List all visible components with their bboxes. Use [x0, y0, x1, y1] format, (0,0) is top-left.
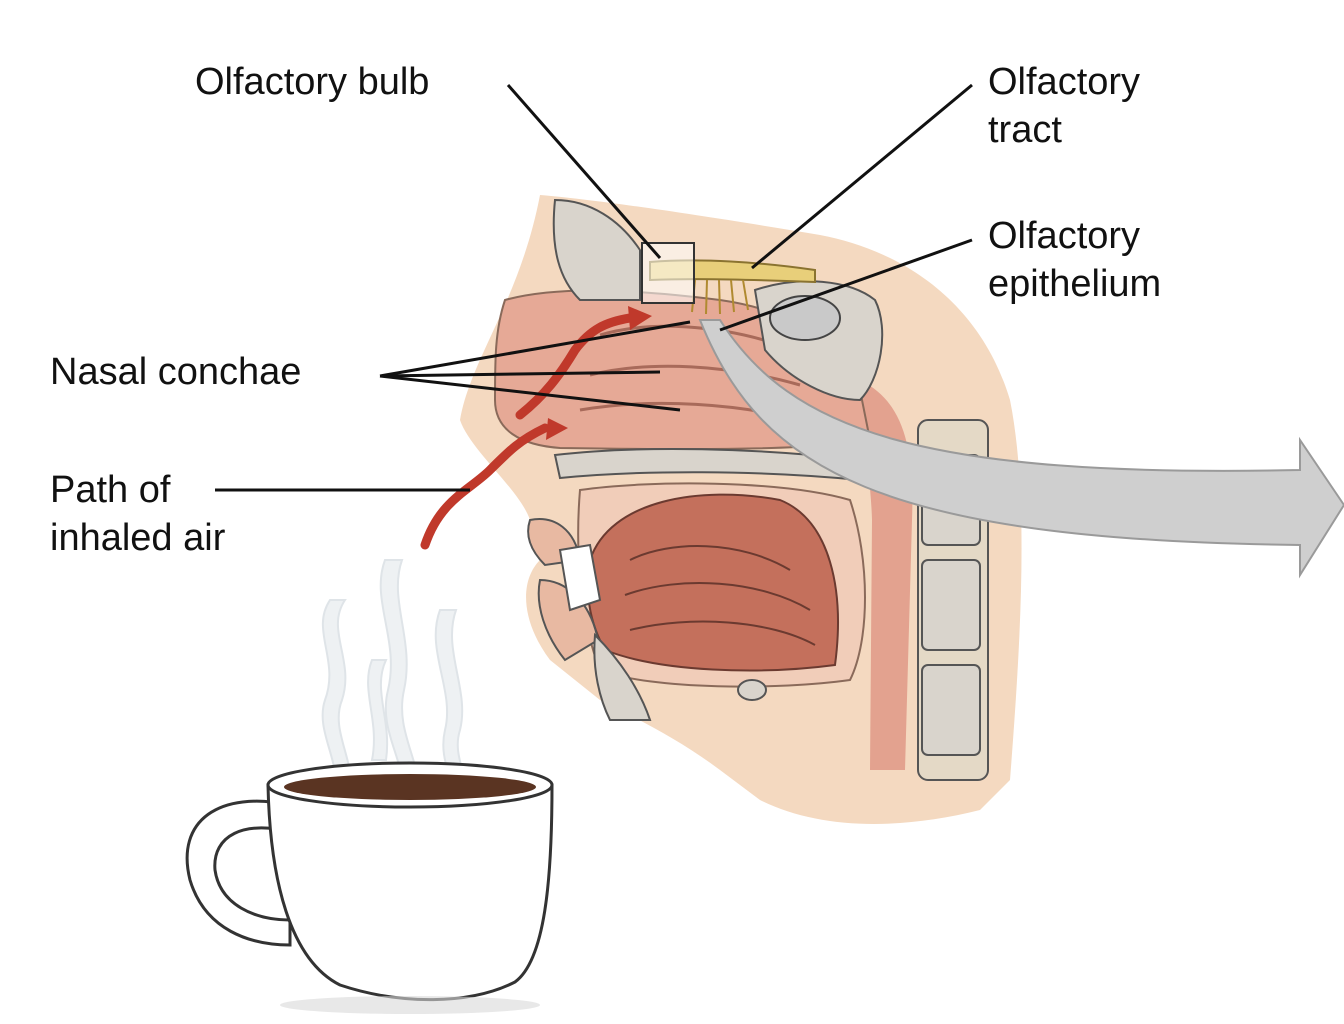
leader-nasal-conchae-1 — [379, 320, 691, 378]
teeth — [558, 543, 602, 612]
label-path-line2: inhaled air — [50, 517, 226, 559]
leader-lines — [215, 83, 973, 492]
leader-nasal-conchae-2 — [379, 370, 661, 378]
steam-icon — [321, 559, 468, 796]
label-nasal-conchae: Nasal conchae — [50, 351, 302, 393]
airflow-arrowhead-upper — [628, 306, 652, 330]
hyoid-bone — [737, 679, 767, 701]
leader-nasal-conchae-3 — [379, 374, 681, 412]
olfactory-nerve-fibers — [691, 279, 749, 315]
vertebra — [921, 664, 981, 756]
label-path-line1: Path of — [50, 469, 171, 511]
mandible — [593, 632, 652, 721]
leader-olfactory-epithelium — [719, 238, 973, 332]
cup-coffee — [284, 774, 536, 800]
label-olfactory-bulb: Olfactory bulb — [195, 61, 430, 103]
concha-middle — [589, 364, 801, 387]
label-path-of-inhaled-air: Path of inhaled air — [50, 466, 225, 562]
callout-arrow — [698, 319, 1344, 579]
cup-shadow — [280, 996, 540, 1014]
label-olfactory-epithelium-line1: Olfactory — [988, 215, 1141, 257]
concha-superior — [599, 324, 781, 347]
tongue-fold — [624, 582, 811, 611]
label-olfactory-epithelium: Olfactory epithelium — [988, 212, 1161, 308]
label-olfactory-tract-line1: Olfactory — [988, 61, 1141, 103]
tongue-fold — [629, 620, 816, 646]
label-olfactory-tract: Olfactory tract — [988, 58, 1140, 154]
label-olfactory-epithelium-line2: epithelium — [988, 263, 1162, 305]
lower-lip — [537, 578, 600, 662]
frontal-bone — [552, 198, 641, 301]
airflow-arrow-branch — [515, 313, 635, 420]
sphenoid-sinus — [769, 295, 841, 341]
coffee-cup-icon — [185, 761, 554, 1014]
olfactory-bulb-highlight-box — [641, 242, 695, 304]
cup-body — [266, 783, 554, 1002]
airflow-arrowhead-lower — [546, 418, 568, 440]
airflow-arrow-path — [420, 423, 550, 550]
tongue-fold — [629, 545, 791, 571]
leader-olfactory-tract — [751, 83, 973, 270]
leader-olfactory-bulb — [506, 84, 662, 259]
label-olfactory-tract-line2: tract — [988, 109, 1062, 151]
vertebra — [921, 559, 981, 651]
cup-handle — [185, 799, 292, 947]
